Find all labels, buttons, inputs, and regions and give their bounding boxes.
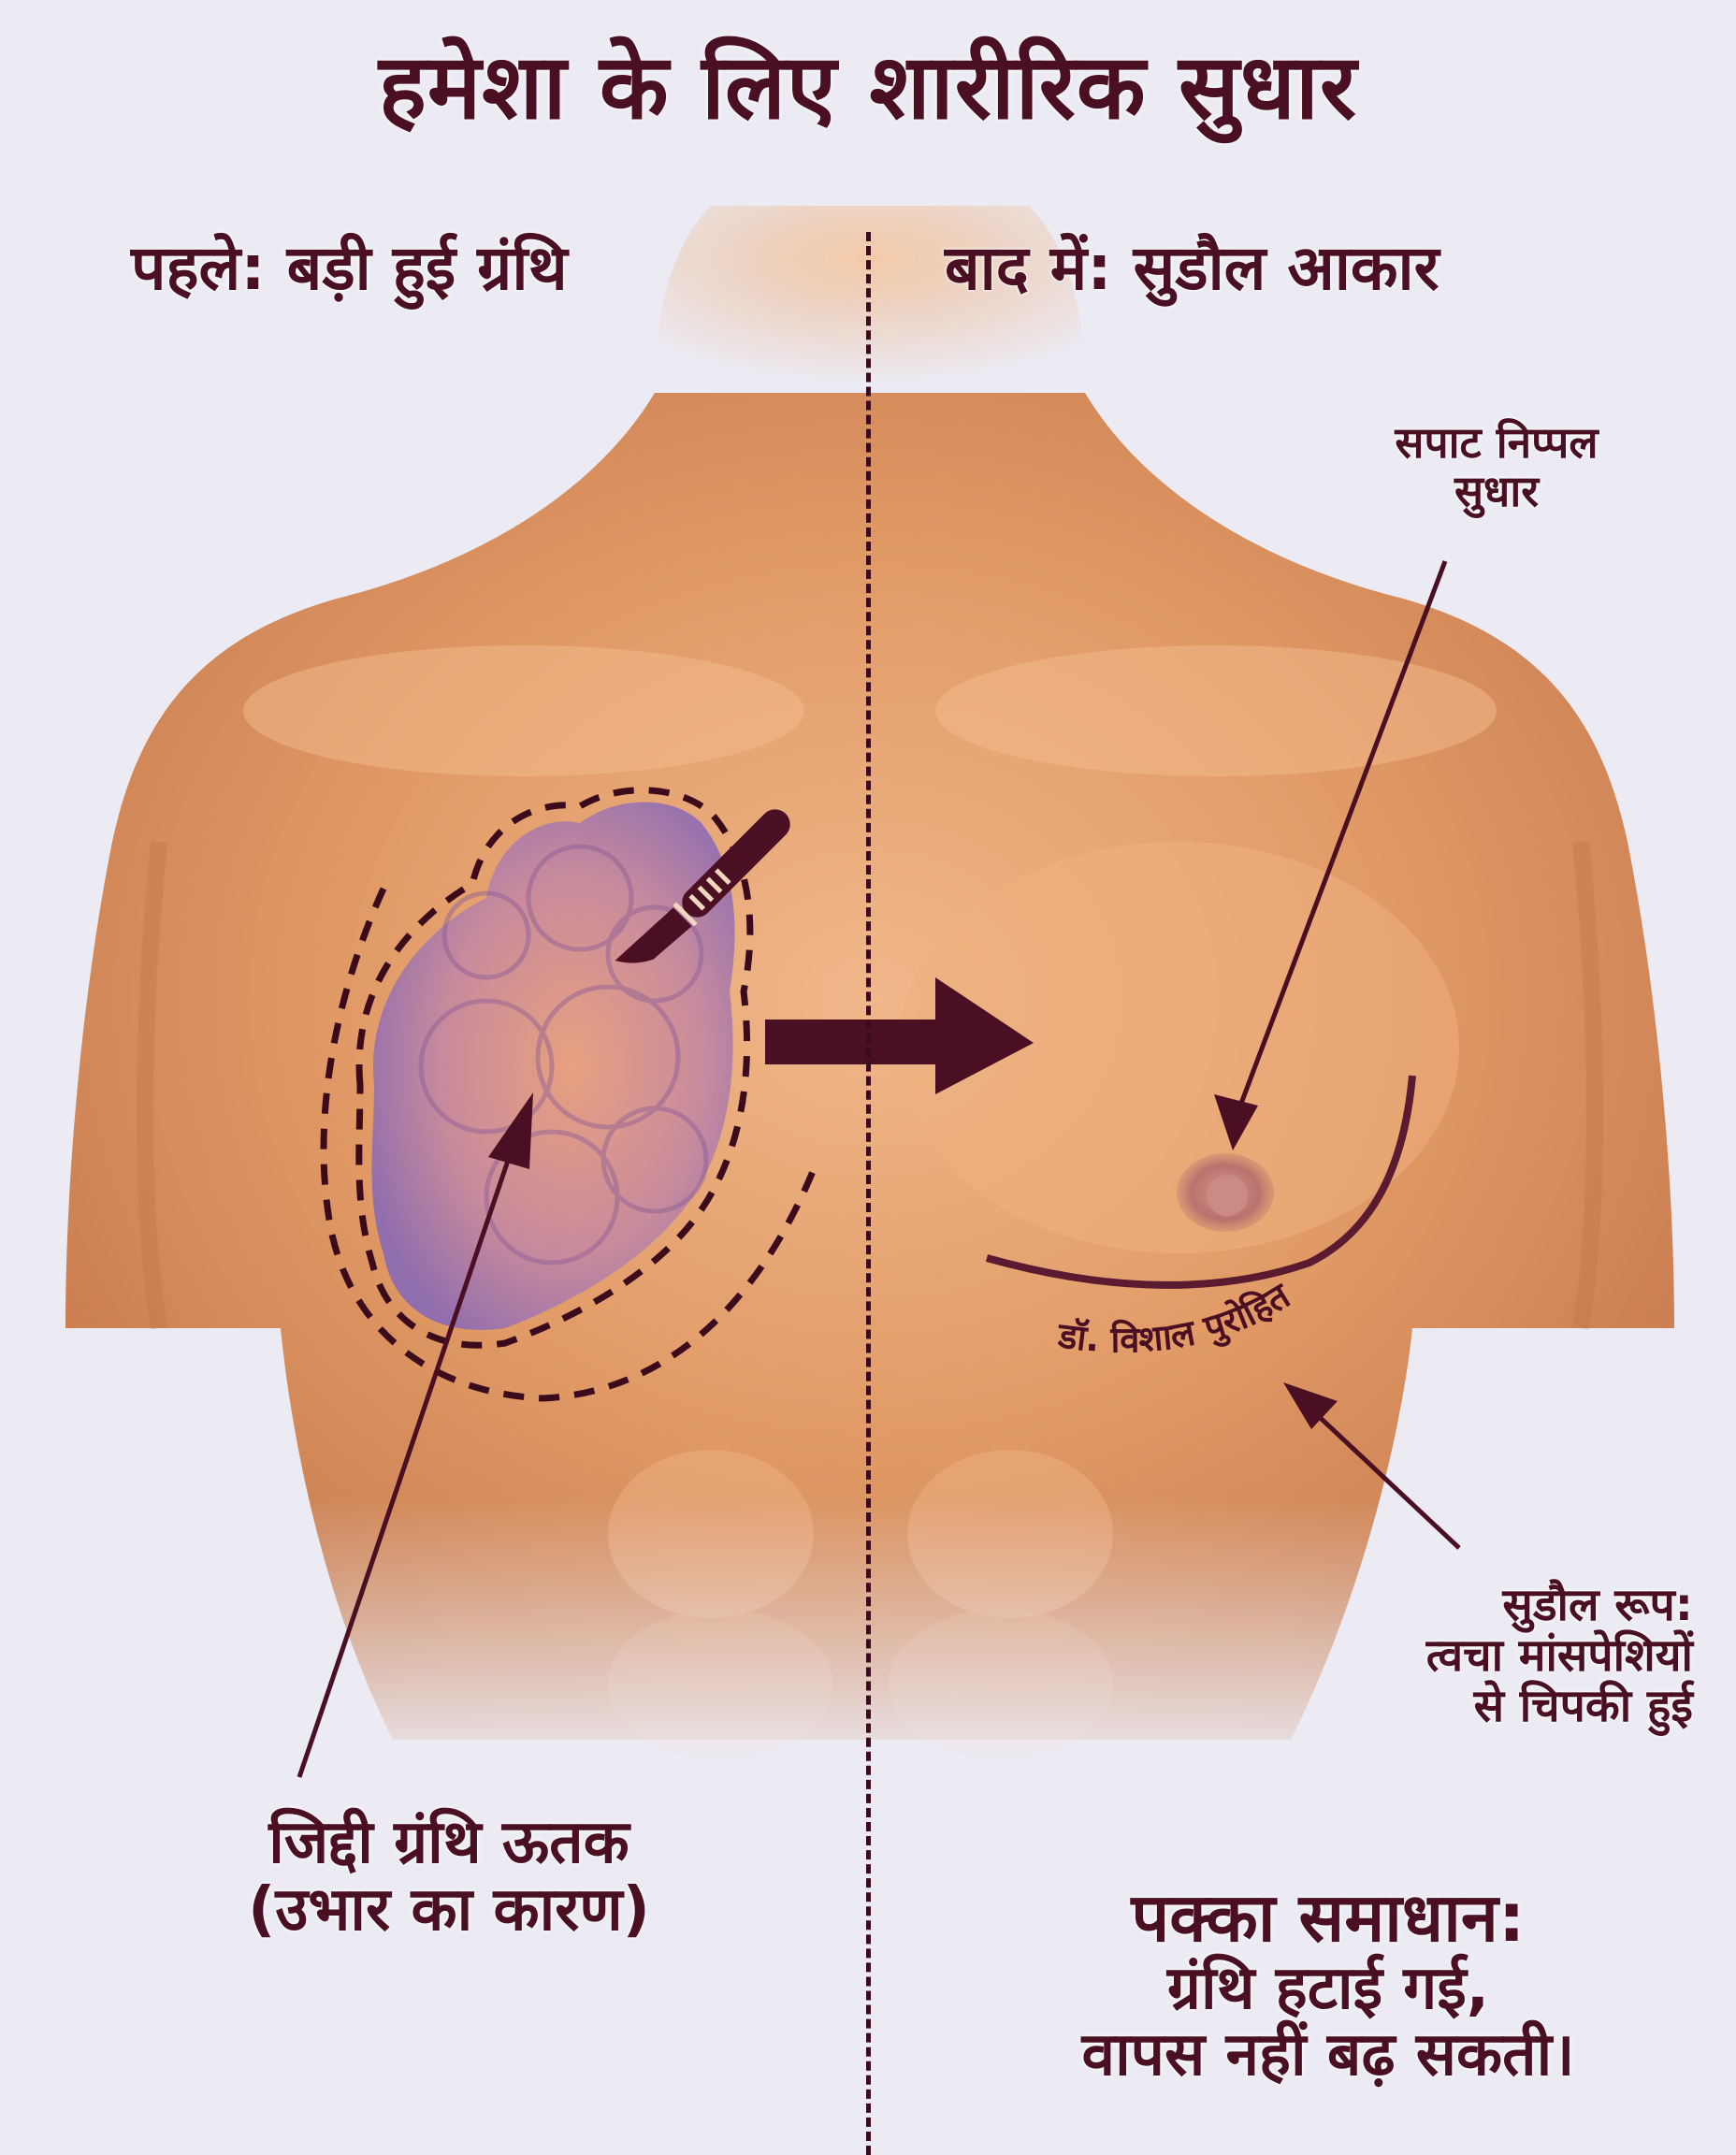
solution-label-line1: पक्का समाधान: <box>1131 1878 1526 1957</box>
contour-label-line3: से चिपकी हुई <box>1473 1679 1693 1732</box>
tissue-label-line1: जिद्दी ग्रंथि ऊतक <box>268 1808 629 1877</box>
page-title: हमेशा के लिए शारीरिक सुधार <box>378 35 1358 139</box>
solution-label-line3: वापस नहीं बढ़ सकती। <box>1081 2020 1575 2090</box>
nipple-label-line1: सपाट निप्पल <box>1395 417 1599 468</box>
chest-dashed-contour <box>320 887 817 1402</box>
contour-label-line1: सुडौल रूप: <box>1502 1579 1693 1631</box>
tissue-label-line2: (उभार का कारण) <box>248 1874 650 1945</box>
nipple-label: सपाट निप्पल सुधार <box>1309 417 1684 516</box>
after-heading: बाद में: सुडौल आकार <box>945 232 1439 304</box>
solution-label: पक्का समाधान: ग्रंथि हटाई गई, वापस नहीं … <box>945 1880 1712 2090</box>
contour-label: सुडौल रूप: त्वचा मांसपेशियों से चिपकी हु… <box>1338 1579 1693 1732</box>
right-arrow-icon <box>765 977 1034 1094</box>
gland-dashed-outline <box>355 787 754 1349</box>
solution-label-line2: ग्रंथि हटाई गई, <box>1166 1953 1490 2023</box>
scalpel-icon <box>615 809 790 963</box>
gland-tissue-label: जिद्दी ग्रंथि ऊतक (उभार का कारण) <box>150 1808 748 1945</box>
before-heading: पहले: बड़ी हुई ग्रंथि <box>131 232 568 304</box>
chest-contour-line <box>985 1075 1416 1289</box>
before-after-divider <box>866 232 871 2155</box>
enlarged-gland <box>371 802 735 1330</box>
contour-label-line2: त्वचा मांसपेशियों <box>1425 1628 1693 1682</box>
nipple-label-line2: सुधार <box>1454 465 1540 516</box>
